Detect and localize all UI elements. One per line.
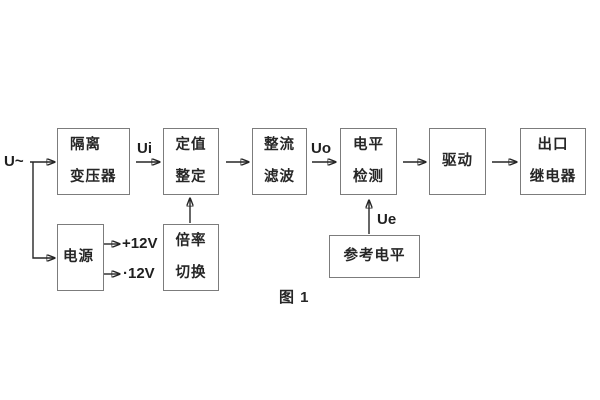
label-rail-pos-12v: +12V — [122, 235, 158, 252]
block-label: 电平 — [353, 137, 384, 153]
wire-input-to-power — [32, 162, 55, 258]
block-label: 变压器 — [70, 169, 117, 185]
block-label: 整流 — [264, 137, 295, 153]
block-rectifier-filter: 整流 滤波 — [252, 128, 307, 195]
block-level-detector: 电平 检测 — [340, 128, 397, 195]
block-label: 切换 — [175, 265, 207, 281]
block-isolation-transformer: 隔离 变压器 — [57, 128, 130, 195]
label-input-voltage: U~ — [4, 153, 24, 170]
block-label: 滤波 — [264, 169, 295, 185]
block-label: 驱动 — [442, 153, 473, 169]
block-label: 整定 — [175, 169, 207, 185]
block-label: 检测 — [353, 169, 384, 185]
block-label: 隔离 — [70, 137, 101, 153]
block-label: 出口 — [537, 137, 569, 153]
block-label: 定值 — [175, 137, 207, 153]
figure-caption: 图 1 — [279, 289, 310, 306]
label-ue: Ue — [377, 211, 397, 228]
block-label: 继电器 — [529, 169, 577, 185]
block-ratio-switch: 倍率 切换 — [163, 224, 219, 291]
block-reference-level: 参考电平 — [329, 235, 420, 278]
block-setting: 定值 整定 — [163, 128, 219, 195]
block-label: 电源 — [63, 249, 94, 265]
block-label: 倍率 — [175, 233, 207, 249]
block-driver: 驱动 — [429, 128, 486, 195]
block-power-supply: 电源 — [57, 224, 104, 291]
label-uo: Uo — [311, 140, 331, 157]
block-output-relay: 出口 继电器 — [520, 128, 586, 195]
label-rail-neg-12v: ·12V — [123, 265, 155, 282]
label-ui: Ui — [137, 140, 152, 157]
block-label: 参考电平 — [343, 248, 406, 264]
